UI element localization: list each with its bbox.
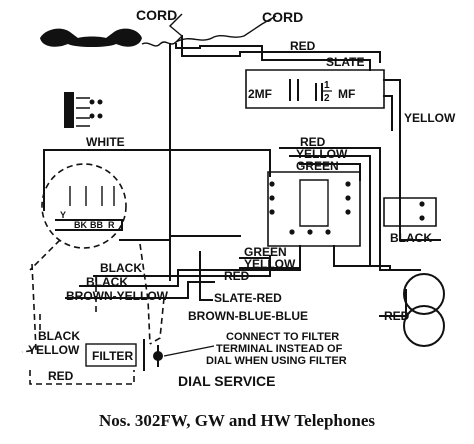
yellow-low-label: YELLOW: [244, 257, 296, 271]
black-filter-label: BLACK: [38, 329, 80, 343]
terminal-r: R: [108, 220, 115, 230]
brown-blue-blue-label: BROWN-BLUE-BLUE: [188, 309, 308, 323]
green-mid-label: GREEN: [296, 159, 339, 173]
svg-text:2: 2: [324, 93, 330, 104]
note-line-3: DIAL WHEN USING FILTER: [206, 355, 347, 367]
filter-label: FILTER: [92, 349, 133, 363]
red-bell-label: RED: [384, 309, 410, 323]
cord-left-label: CORD: [136, 7, 177, 23]
slate-red-label: SLATE-RED: [214, 291, 282, 305]
black-2-label: BLACK: [86, 275, 128, 289]
white-label: WHITE: [86, 135, 125, 149]
cord-right-label: CORD: [262, 9, 303, 25]
red-top-label: RED: [290, 39, 316, 53]
terminal-bk: BK: [74, 220, 87, 230]
handset-icon: [40, 28, 142, 47]
figure-caption: Nos. 302FW, GW and HW Telephones: [99, 411, 375, 430]
svg-text:MF: MF: [338, 87, 355, 101]
filter-box: [85, 343, 137, 367]
black-1-label: BLACK: [100, 261, 142, 275]
note-line-1: CONNECT TO FILTER: [226, 331, 339, 343]
wires: [21, 35, 441, 385]
cord-right-wire: [175, 15, 277, 43]
red-filter-label: RED: [48, 369, 74, 383]
yellow-right-label: YELLOW: [404, 111, 456, 125]
dial-service-label: DIAL SERVICE: [178, 373, 276, 389]
bell-icon: [403, 273, 445, 347]
note-line-2: TERMINAL INSTEAD OF: [216, 343, 343, 355]
svg-text:1: 1: [324, 80, 330, 91]
terminal-dots: [269, 181, 425, 235]
slate-top-label: SLATE: [326, 55, 364, 69]
yellow-filter-label: YELLOW: [28, 343, 80, 357]
cord-left-wire: [141, 13, 184, 47]
cap-right-label: 1 2 MF: [322, 80, 355, 104]
terminal-y: Y: [60, 210, 66, 220]
yellow-mid-label: YELLOW: [296, 147, 348, 161]
red-low-label: RED: [224, 269, 250, 283]
black-right-label: BLACK: [390, 231, 432, 245]
brown-yellow-label: BROWN-YELLOW: [66, 289, 169, 303]
terminal-bb: BB: [90, 220, 103, 230]
cap-left-label: 2MF: [248, 87, 272, 101]
red-mid-label: RED: [300, 135, 326, 149]
green-low-label: GREEN: [244, 245, 287, 259]
induction-coil-icon: [64, 92, 103, 128]
